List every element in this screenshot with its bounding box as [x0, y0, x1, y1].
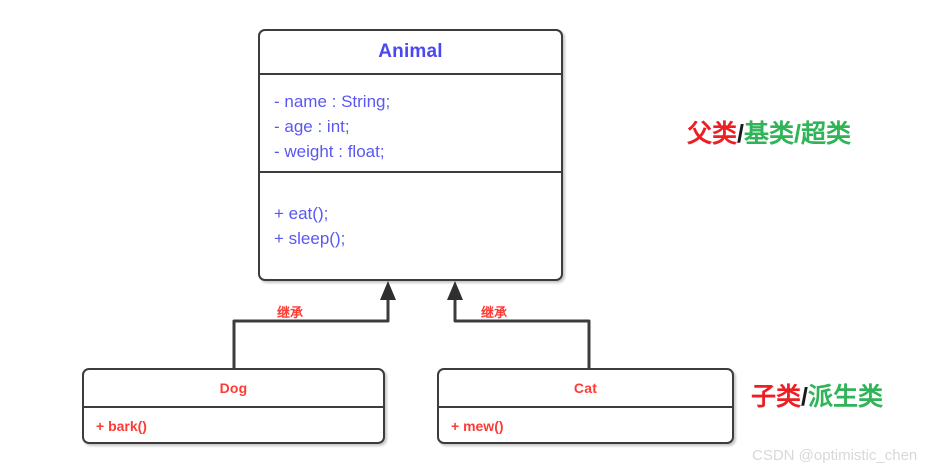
class-name-cat: Cat — [573, 380, 598, 396]
method-row: + eat(); — [274, 204, 329, 223]
connector-dog-to-animal — [232, 281, 396, 368]
arrowhead-cat — [447, 281, 463, 300]
annotation-child-term-2: 派生类 — [807, 383, 883, 411]
class-box-animal[interactable]: Animal - name : String; - age : int; - w… — [258, 29, 563, 281]
class-methods-animal: + eat(); + sleep(); — [260, 171, 561, 279]
attribute-row: - name : String; — [274, 92, 391, 111]
watermark-text: CSDN @optimistic_chen — [752, 447, 918, 464]
annotation-parent-class: 父类/基类/超类 — [687, 114, 851, 150]
attribute-row: - weight : float; — [274, 142, 385, 161]
annotation-child-class: 子类/派生类 — [751, 377, 883, 413]
annotation-parent-term-2: 基类 — [743, 120, 794, 148]
method-row: + mew() — [451, 418, 504, 434]
annotation-parent-term-3: 超类 — [800, 120, 851, 148]
arrowhead-dog — [380, 281, 396, 300]
class-box-dog[interactable]: Dog + bark() — [82, 368, 385, 444]
class-name-dog: Dog — [219, 380, 248, 396]
edge-label-inheritance-cat: 继承 — [481, 305, 508, 320]
method-row: + sleep(); — [274, 229, 346, 248]
edge-label-inheritance-dog: 继承 — [277, 305, 304, 320]
annotation-parent-sep-1: / — [737, 120, 744, 148]
class-attributes-animal: - name : String; - age : int; - weight :… — [260, 73, 561, 171]
annotation-parent-sep-2: / — [793, 120, 801, 148]
class-name-animal: Animal — [378, 41, 443, 62]
class-box-cat[interactable]: Cat + mew() — [437, 368, 734, 444]
class-methods-cat: + mew() — [439, 406, 732, 442]
attribute-row: - age : int; — [274, 117, 350, 136]
annotation-child-term-1: 子类 — [751, 383, 802, 411]
annotation-parent-term-1: 父类 — [687, 120, 738, 148]
connector-cat-to-animal — [447, 281, 591, 368]
annotation-child-sep-1: / — [801, 383, 808, 411]
method-row: + bark() — [96, 418, 147, 434]
class-methods-dog: + bark() — [84, 406, 383, 442]
